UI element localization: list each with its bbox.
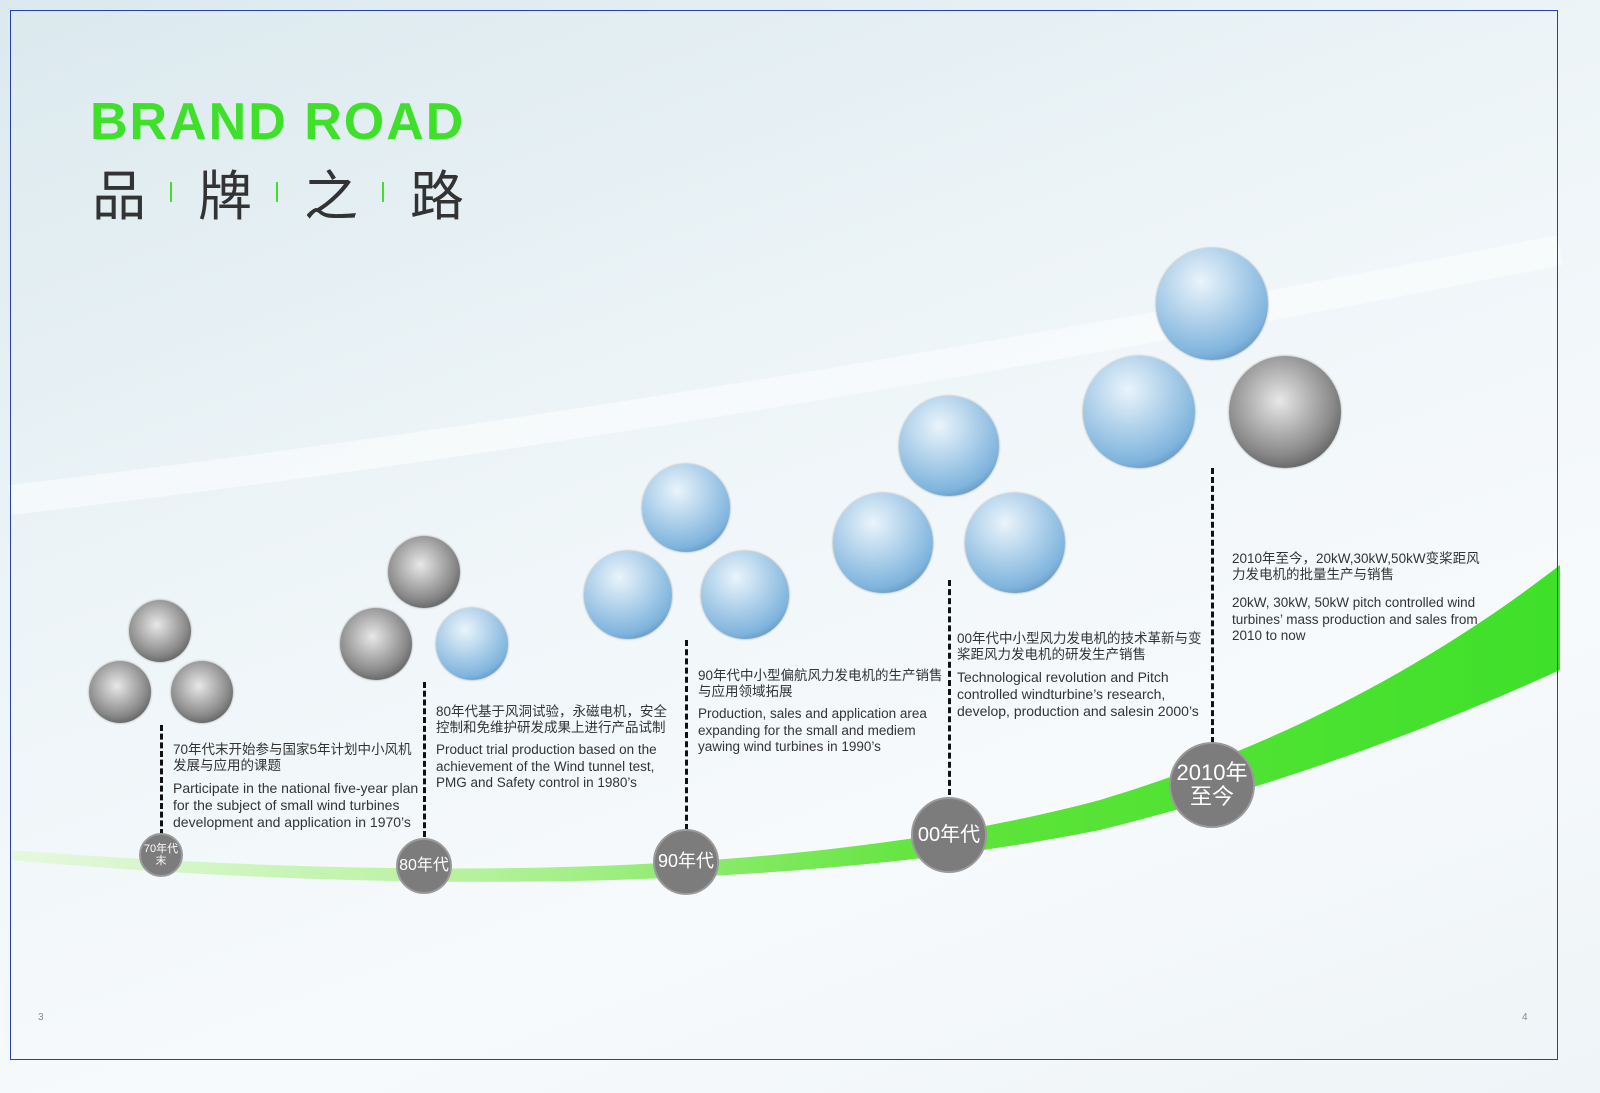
text-en: 20kW, 30kW, 50kW pitch controlled wind t… [1232,595,1478,643]
timeline-connector [1211,468,1214,743]
photo-2000s-b [833,493,933,593]
milestone-1990s: 90年代 [653,829,719,895]
milestone-text-1970s: 70年代末开始参与国家5年计划中小风机发展与应用的课题 Participate i… [173,742,423,837]
milestone-label: 至今 [1189,784,1234,809]
milestone-2000s: 00年代 [911,797,987,873]
text-en: Technological revolution and Pitch contr… [957,669,1199,719]
text-cn: 90年代中小型偏航风力发电机的生产销售与应用领域拓展 [698,668,943,700]
milestone-text-2000s: 00年代中小型风力发电机的技术革新与变桨距风力发电机的研发生产销售 Technol… [957,631,1205,726]
photo-1980s-a [388,536,460,608]
title-char: 品 [92,167,146,227]
photo-2010-c [1229,356,1341,468]
timeline-connector [948,580,951,795]
photo-2010-a [1156,248,1268,360]
milestone-label: 2010年 [1176,759,1248,785]
text-en: Product trial production based on the ac… [436,742,657,790]
photo-1990s-b [584,551,672,639]
title-char: 路 [410,167,464,227]
milestone-1970s: 70年代末 [139,833,183,877]
title-english: BRAND ROAD [90,93,466,151]
milestone-text-1990s: 90年代中小型偏航风力发电机的生产销售与应用领域拓展 Production, sa… [698,668,946,761]
timeline-connector [160,725,163,835]
page-frame [10,10,1558,1060]
photo-1970s-a [129,600,191,662]
photo-1980s-c [436,608,508,680]
page-number-left: 3 [38,1012,44,1023]
divider [170,181,172,202]
title-char: 牌 [198,167,252,227]
photo-2000s-c [965,493,1065,593]
divider [276,181,278,202]
photo-1970s-b [89,661,151,723]
divider [382,181,384,202]
text-cn: 2010年至今，20kW,30kW,50kW变桨距风力发电机的批量生产与销售 [1232,551,1480,583]
page-number-right: 4 [1522,1012,1528,1023]
text-en: Participate in the national five-year pl… [173,780,419,830]
photo-2010-b [1083,356,1195,468]
text-cn: 00年代中小型风力发电机的技术革新与变桨距风力发电机的研发生产销售 [957,631,1202,663]
milestone-2010: 2010年至今 [1169,742,1255,828]
photo-1980s-b [340,608,412,680]
photo-1970s-c [171,661,233,723]
timeline-connector [685,640,688,830]
photo-1990s-c [701,551,789,639]
title-char: 之 [304,167,358,227]
photo-1990s-a [642,464,730,552]
title-chinese: 品 牌 之 路 [92,152,488,231]
text-cn: 80年代基于风洞试验，永磁电机，安全控制和免维护研发成果上进行产品试制 [436,704,668,736]
timeline-connector [423,682,426,837]
text-en: Production, sales and application area e… [698,706,927,754]
photo-2000s-a [899,396,999,496]
text-cn: 70年代末开始参与国家5年计划中小风机发展与应用的课题 [173,742,412,774]
milestone-text-2010: 2010年至今，20kW,30kW,50kW变桨距风力发电机的批量生产与销售 20… [1232,551,1487,650]
milestone-text-1980s: 80年代基于风洞试验，永磁电机，安全控制和免维护研发成果上进行产品试制 Produ… [436,704,676,797]
milestone-1980s: 80年代 [396,838,452,894]
